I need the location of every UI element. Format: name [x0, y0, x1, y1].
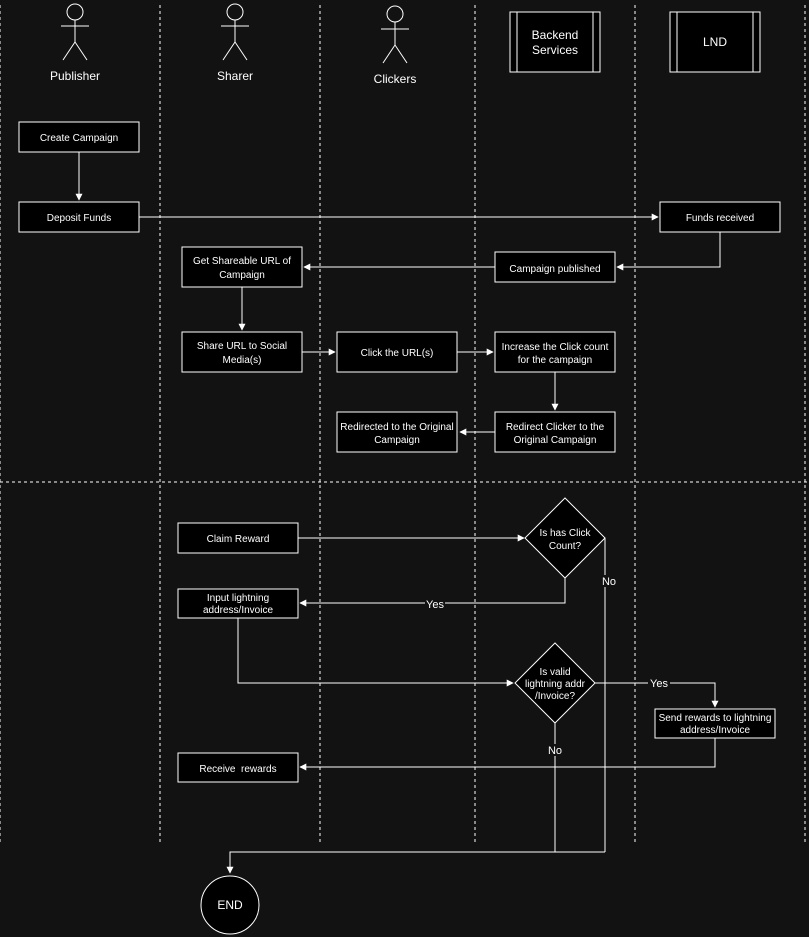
node-label-line1: Redirect Clicker to the — [506, 422, 605, 433]
node-label-line1: Get Shareable URL of — [193, 256, 291, 267]
node-label-line1: Input lightning — [207, 593, 269, 604]
decision-label-line1: Is has Click — [539, 528, 591, 539]
node-increase-click-count: Increase the Click count for the campaig… — [494, 331, 616, 373]
stick-figure-icon — [221, 3, 249, 61]
node-redirected-original: Redirected to the Original Campaign — [336, 411, 458, 453]
node-funds-received: Funds received — [659, 201, 781, 233]
node-label-line2: Original Campaign — [514, 435, 597, 446]
node-receive-rewards: Receive rewards — [177, 752, 299, 783]
node-end: END — [200, 875, 260, 935]
edge-send-to-receive — [299, 738, 716, 771]
decision-label-line2: Count? — [549, 541, 582, 552]
label-has-click-yes: Yes — [426, 599, 444, 611]
node-label-line1: Redirected to the Original — [340, 422, 453, 433]
node-label-line1: Increase the Click count — [502, 342, 609, 353]
node-label-line2: Campaign — [219, 270, 265, 281]
actor-publisher: Publisher — [50, 3, 100, 83]
end-label: END — [217, 898, 243, 912]
stick-figure-icon — [61, 3, 89, 61]
node-label-line1: Share URL to Social — [197, 341, 287, 352]
lane-title-backend-line2: Services — [532, 43, 578, 57]
decision-valid-lightning: Is valid lightning addr /Invoice? — [514, 642, 596, 724]
decision-label-line3: /Invoice? — [535, 691, 575, 702]
edge-input-to-valid — [237, 618, 514, 687]
stick-figure-icon — [381, 5, 409, 64]
lane-title-clickers: Clickers — [374, 72, 417, 86]
node-campaign-published: Campaign published — [494, 251, 616, 283]
lane-title-backend-line1: Backend — [532, 28, 579, 42]
node-input-lightning: Input lightning address/Invoice — [177, 588, 299, 619]
decision-label-line2: lightning addr — [525, 679, 586, 690]
node-click-url: Click the URL(s) — [336, 331, 458, 373]
node-claim-reward: Claim Reward — [177, 522, 299, 554]
edge-funds-to-published — [616, 232, 721, 271]
label-valid-no: No — [548, 745, 562, 757]
lane-title-publisher: Publisher — [50, 69, 100, 83]
node-label-line2: address/Invoice — [680, 725, 750, 736]
lane-dividers — [0, 5, 809, 842]
node-label-line1: Send rewards to lightning — [659, 713, 772, 724]
node-label: Funds received — [686, 213, 754, 224]
node-get-shareable-url: Get Shareable URL of Campaign — [181, 246, 303, 288]
edge-to-end — [226, 851, 605, 874]
node-send-rewards: Send rewards to lightning address/Invoic… — [654, 708, 776, 739]
label-valid-yes: Yes — [650, 678, 668, 690]
node-redirect-clicker: Redirect Clicker to the Original Campaig… — [494, 411, 616, 453]
lane-header-backend-services: Backend Services — [509, 11, 601, 73]
node-label-line2: Media(s) — [223, 355, 262, 366]
node-label-line2: Campaign — [374, 435, 420, 446]
edge-valid-yes — [595, 682, 719, 708]
edge-has-click-yes — [299, 578, 566, 607]
node-label: Deposit Funds — [47, 213, 111, 224]
node-label: Click the URL(s) — [361, 348, 434, 359]
lane-title-lnd: LND — [703, 35, 727, 49]
node-deposit-funds: Deposit Funds — [18, 201, 140, 233]
decision-label-line1: Is valid — [539, 667, 570, 678]
actor-clickers: Clickers — [374, 5, 417, 86]
node-label: Campaign published — [509, 264, 600, 275]
node-create-campaign: Create Campaign — [18, 121, 140, 153]
decision-has-click-count: Is has Click Count? — [524, 497, 606, 579]
node-label: Claim Reward — [207, 534, 270, 545]
node-label-line2: for the campaign — [518, 355, 593, 366]
edges — [75, 152, 721, 874]
actor-sharer: Sharer — [217, 3, 253, 83]
node-label-line2: address/Invoice — [203, 605, 273, 616]
node-label: Create Campaign — [40, 133, 118, 144]
node-share-url: Share URL to Social Media(s) — [181, 331, 303, 373]
lane-header-lnd: LND — [669, 11, 761, 73]
node-label: Receive rewards — [199, 764, 276, 775]
label-has-click-no: No — [602, 576, 616, 588]
edge-labels: Yes No Yes No — [425, 575, 670, 757]
lane-title-sharer: Sharer — [217, 69, 253, 83]
